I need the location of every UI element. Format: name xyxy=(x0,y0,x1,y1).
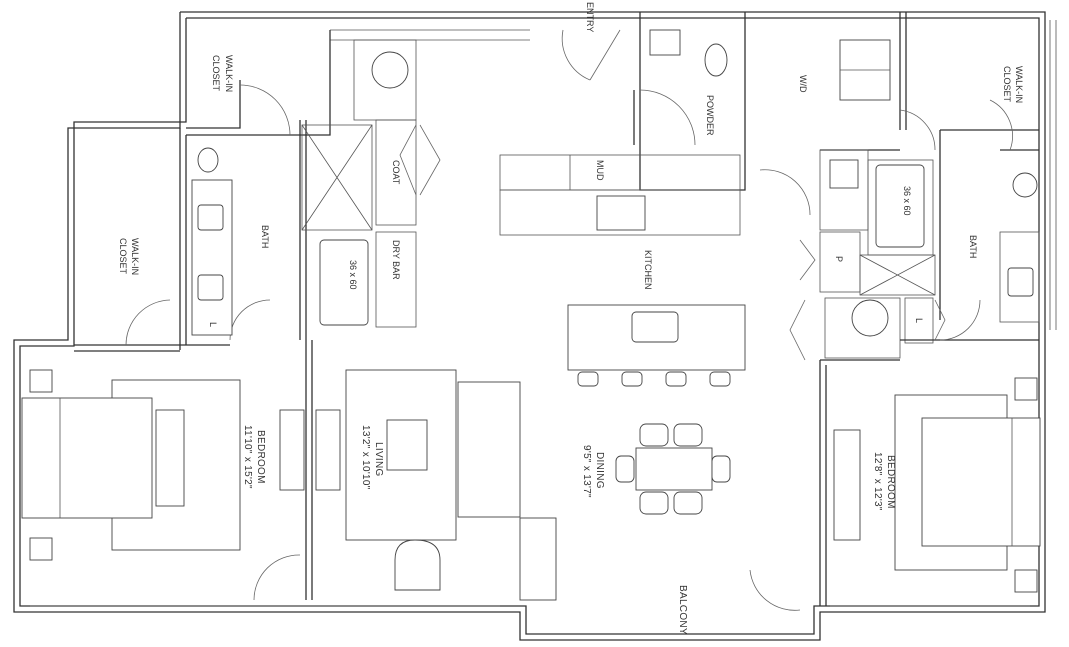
doors xyxy=(125,29,1013,611)
label-bath-right: BATH xyxy=(968,235,978,258)
room-labels: ENTRY POWDER MUD COAT DRY BAR KITCHEN W/… xyxy=(118,2,1024,635)
label-living: LIVING xyxy=(373,442,384,477)
label-closet-top-left-1: WALK-IN xyxy=(224,55,234,92)
label-dining: DINING xyxy=(594,452,605,489)
interior-walls xyxy=(74,12,1040,606)
label-closet-top-left-2: CLOSET xyxy=(211,55,221,92)
bar-stools xyxy=(577,371,731,387)
fixtures xyxy=(21,29,1041,601)
label-tub-left: 36 x 60 xyxy=(348,260,358,290)
label-pantry: P xyxy=(834,256,844,262)
label-bedroom-left-size: 11'10" x 15'2" xyxy=(242,425,253,489)
label-coat: COAT xyxy=(391,160,401,185)
label-dining-size: 9'5" x 13'7" xyxy=(581,445,592,498)
label-powder: POWDER xyxy=(705,95,715,136)
label-closet-left-1: WALK-IN xyxy=(130,238,140,275)
label-bedroom-right: BEDROOM xyxy=(885,455,896,509)
label-tub-right: 36 x 60 xyxy=(902,186,912,216)
label-closet-right-1: WALK-IN xyxy=(1014,66,1024,103)
label-balcony: BALCONY xyxy=(677,585,688,635)
label-mud: MUD xyxy=(595,160,605,181)
exterior-walls xyxy=(13,11,1057,641)
label-living-size: 13'2" x 10'10" xyxy=(360,425,371,490)
label-closet-right-2: CLOSET xyxy=(1002,66,1012,103)
label-bedroom-left: BEDROOM xyxy=(255,430,266,484)
label-wd: W/D xyxy=(798,75,808,93)
label-dry-bar: DRY BAR xyxy=(391,240,401,280)
label-bath-left: BATH xyxy=(260,225,270,248)
label-entry: ENTRY xyxy=(585,2,595,32)
label-linen-left: L xyxy=(208,322,218,327)
label-linen-right: L xyxy=(914,318,924,323)
label-bedroom-right-size: 12'8" x 12'3" xyxy=(872,452,883,511)
label-kitchen: KITCHEN xyxy=(643,250,653,290)
label-closet-left-2: CLOSET xyxy=(118,238,128,275)
